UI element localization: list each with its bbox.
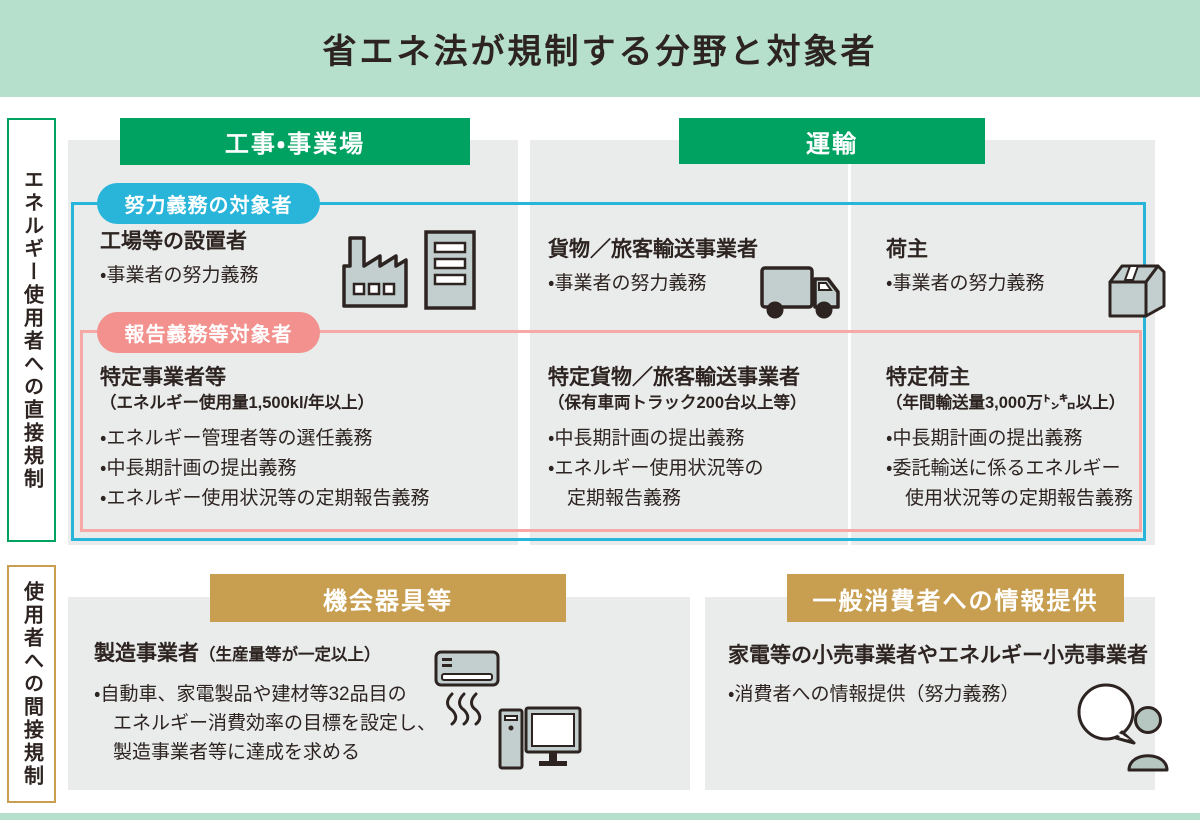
person-icon — [1127, 706, 1169, 772]
report-bullet: ・中長期計画の提出義務 — [548, 428, 745, 449]
report-bullet: ・委託輸送に係るエネルギー 使用状況等の定期報告義務 — [886, 458, 1134, 509]
category-badge-factory-worksite-label: 工事・事業場 — [224, 131, 366, 158]
consumer-info-block: 家電等の小売事業者やエネルギー小売事業者 ・消費者への情報提供（努力義務） — [728, 642, 1148, 710]
air-conditioner-icon — [434, 650, 500, 687]
panel-transport-carrier — [530, 140, 848, 545]
col2-effort-bullet: ・事業者の努力義務 — [548, 273, 707, 294]
machinery-qualifier: （生産量等が一定以上） — [199, 646, 381, 664]
col3-report-qualifier: （年間輸送量3,000万㌧㌔以上） — [886, 394, 1126, 412]
machinery-heading: 製造事業者 — [94, 642, 199, 665]
col3-effort-block: 荷主 ・事業者の努力義務 — [886, 236, 1044, 299]
col1-effort-heading: 工場等の設置者 — [100, 230, 247, 253]
side-label-indirect-regulation: 使用者への間接規制 — [7, 565, 56, 803]
col2-report-heading: 特定貨物／旅客輸送事業者 — [548, 366, 800, 389]
col1-report-heading: 特定事業者等 — [100, 366, 226, 389]
category-badge-transport-label: 運輸 — [806, 130, 858, 158]
panel-machinery — [68, 597, 690, 790]
col3-effort-heading: 荷主 — [886, 238, 928, 261]
effort-obligation-outline — [71, 202, 1146, 541]
col1-report-block: 特定事業者等 （エネルギー使用量1,500kl/年以上） ・エネルギー管理者等の… — [100, 364, 429, 514]
category-badge-factory-worksite: 工事・事業場 — [120, 118, 470, 165]
factory-icon — [342, 236, 408, 308]
side-label-indirect-text: 使用者への間接規制 — [20, 580, 43, 788]
office-building-icon — [424, 230, 476, 310]
effort-obligation-pill-label: 努力義務の対象者 — [124, 195, 293, 217]
speech-bubble-icon — [1077, 683, 1136, 745]
col1-effort-block: 工場等の設置者 ・事業者の努力義務 — [100, 228, 258, 291]
side-label-direct-text: エネルギー使用者への直接規制 — [20, 169, 43, 491]
col2-report-bullets: ・中長期計画の提出義務 ・エネルギー使用状況等の 定期報告義務 — [548, 424, 807, 514]
page-title: 省エネ法が規制する分野と対象者 — [322, 33, 878, 71]
machinery-bullet: ・自動車、家電製品や建材等32品目の エネルギー消費効率の目標を設定し、 製造事… — [94, 684, 437, 763]
truck-icon — [760, 266, 840, 319]
report-bullet: ・中長期計画の提出義務 — [100, 458, 297, 479]
consumer-info-bullet: ・消費者への情報提供（努力義務） — [728, 684, 1020, 705]
report-bullet: ・エネルギー管理者等の選任義務 — [100, 428, 373, 449]
effort-obligation-pill: 努力義務の対象者 — [97, 183, 320, 224]
col3-report-heading: 特定荷主 — [886, 366, 970, 389]
panel-consumer-info — [705, 597, 1155, 790]
report-bullet: ・エネルギー使用状況等の 定期報告義務 — [548, 458, 764, 509]
report-obligation-pill: 報告義務等対象者 — [97, 312, 320, 353]
category-badge-machinery-label: 機会器具等 — [323, 587, 453, 615]
col2-effort-block: 貨物／旅客輸送事業者 ・事業者の努力義務 — [548, 236, 758, 299]
col2-effort-heading: 貨物／旅客輸送事業者 — [548, 238, 758, 261]
machinery-block: 製造事業者（生産量等が一定以上） ・自動車、家電製品や建材等32品目の エネルギ… — [94, 640, 436, 767]
col3-report-block: 特定荷主 （年間輸送量3,000万㌧㌔以上） ・中長期計画の提出義務 ・委託輸送… — [886, 364, 1133, 514]
report-bullet: ・中長期計画の提出義務 — [886, 428, 1083, 449]
report-bullet: ・エネルギー使用状況等の定期報告義務 — [100, 488, 430, 509]
report-obligation-pill-label: 報告義務等対象者 — [124, 324, 293, 346]
airflow-waves-icon — [446, 692, 482, 726]
desktop-computer-icon — [498, 706, 582, 770]
col1-report-bullets: ・エネルギー管理者等の選任義務 ・中長期計画の提出義務 ・エネルギー使用状況等の… — [100, 424, 429, 514]
category-badge-machinery: 機会器具等 — [210, 574, 566, 622]
col2-report-qualifier: （保有車両トラック200台以上等） — [548, 394, 807, 412]
speech-person-icon — [1077, 683, 1169, 772]
consumer-info-heading: 家電等の小売事業者やエネルギー小売事業者 — [728, 644, 1148, 667]
col1-effort-bullet: ・事業者の努力義務 — [100, 265, 259, 286]
category-badge-consumer-info-label: 一般消費者への情報提供 — [812, 587, 1099, 615]
col3-effort-bullet: ・事業者の努力義務 — [886, 273, 1045, 294]
side-label-direct-regulation: エネルギー使用者への直接規制 — [7, 118, 56, 542]
panel-transport-shipper — [851, 140, 1155, 545]
col2-report-block: 特定貨物／旅客輸送事業者 （保有車両トラック200台以上等） ・中長期計画の提出… — [548, 364, 807, 514]
col1-report-qualifier: （エネルギー使用量1,500kl/年以上） — [100, 394, 375, 412]
footer-band — [0, 813, 1200, 820]
report-obligation-outline — [80, 330, 1142, 532]
col3-report-bullets: ・中長期計画の提出義務 ・委託輸送に係るエネルギー 使用状況等の定期報告義務 — [886, 424, 1133, 514]
package-box-icon — [1108, 264, 1166, 318]
category-badge-transport: 運輸 — [679, 118, 985, 164]
machinery-heading-row: 製造事業者（生産量等が一定以上） — [94, 640, 436, 669]
category-badge-consumer-info: 一般消費者への情報提供 — [787, 574, 1124, 622]
title-band: 省エネ法が規制する分野と対象者 — [0, 0, 1200, 97]
